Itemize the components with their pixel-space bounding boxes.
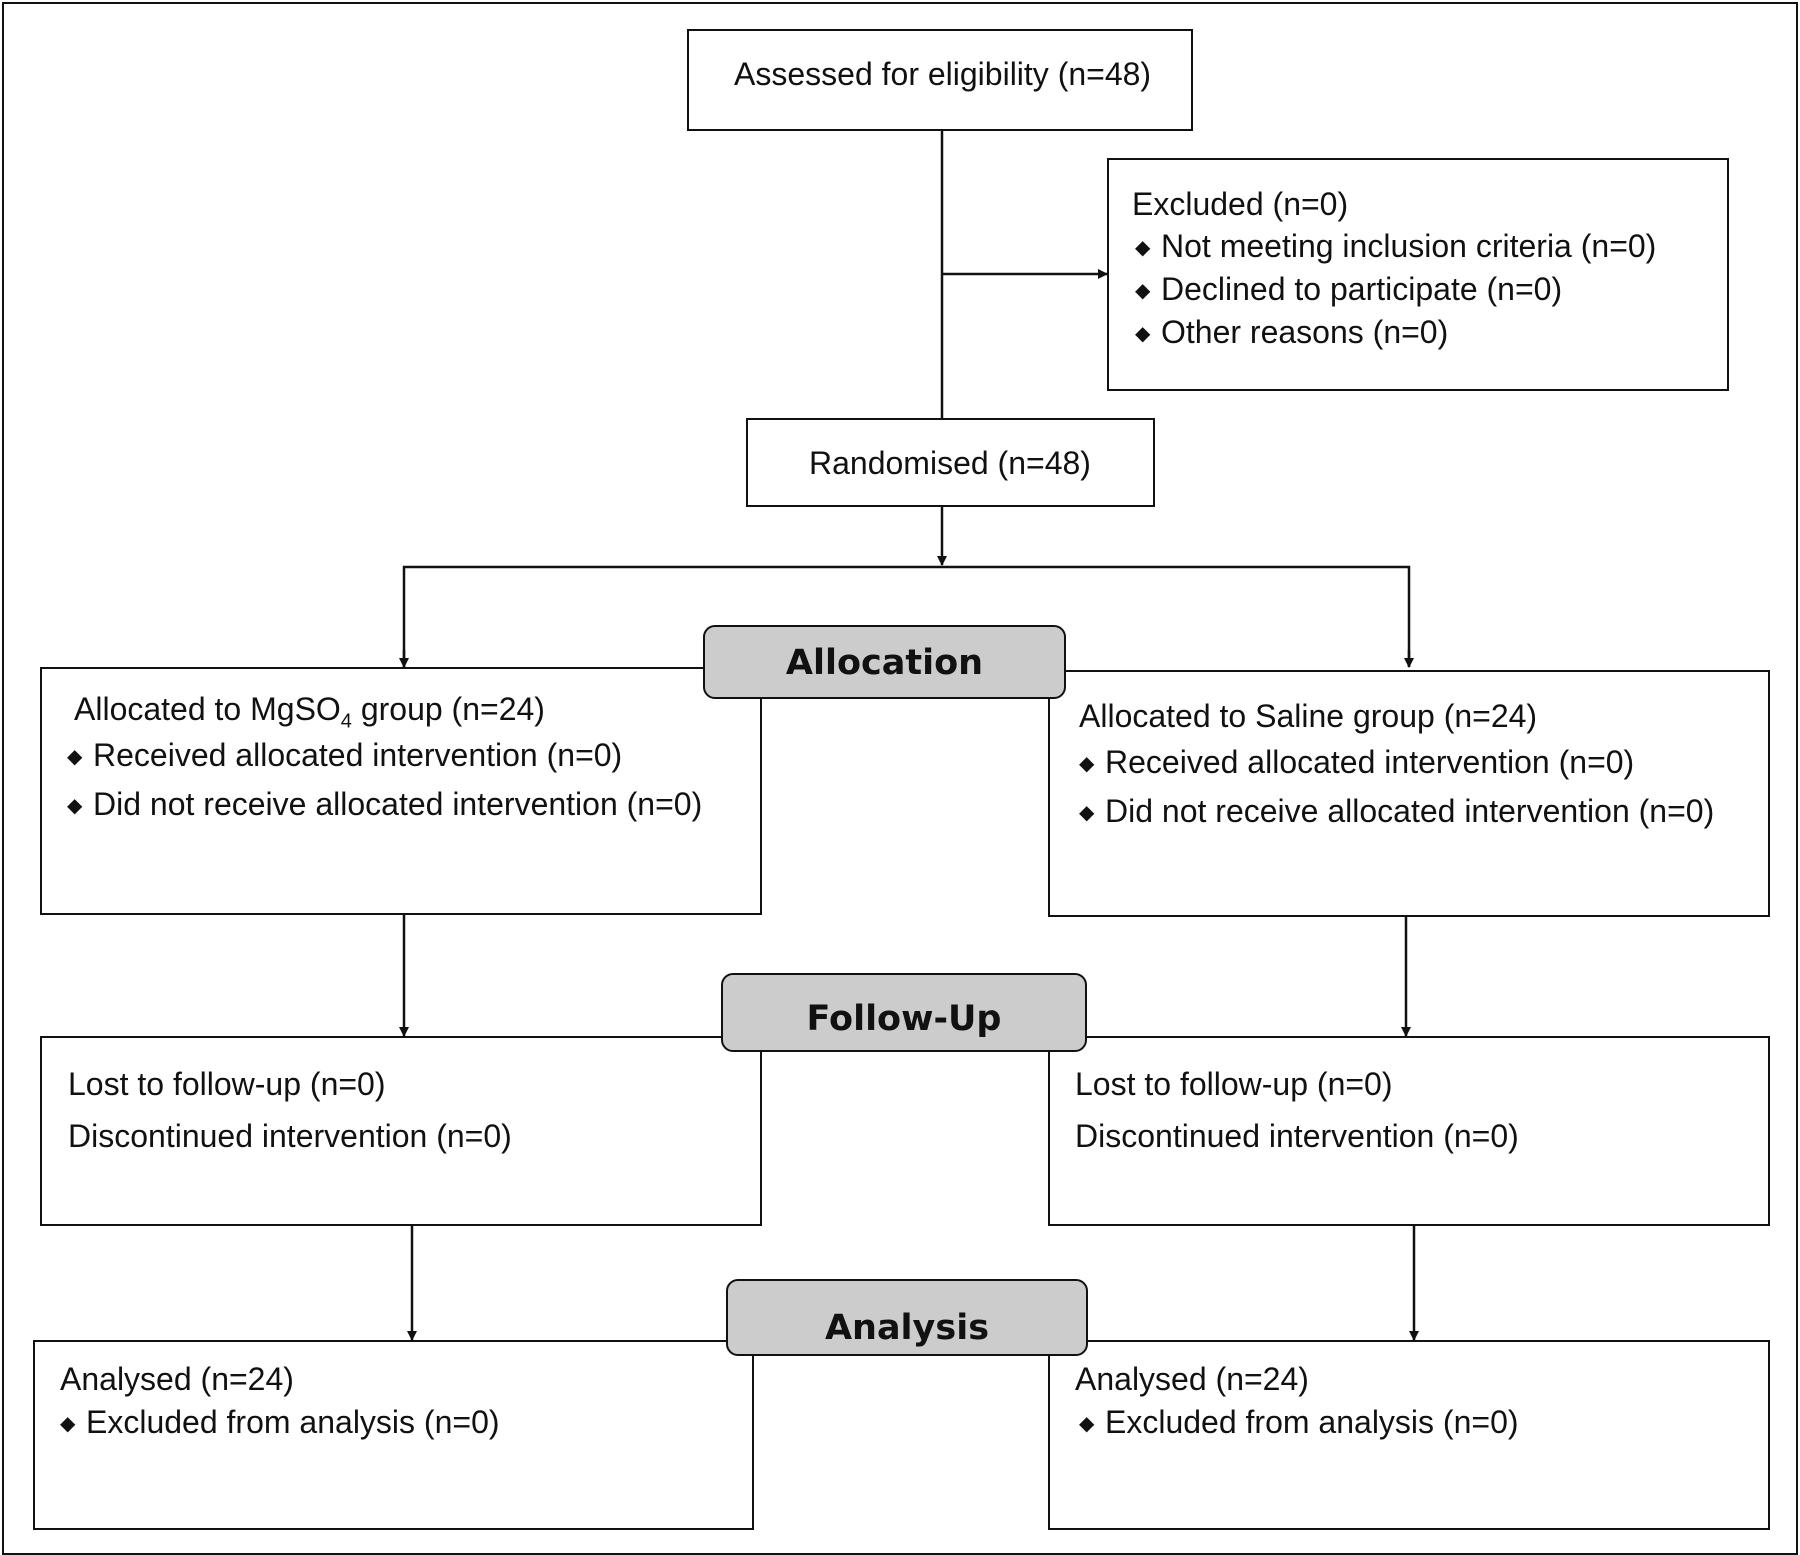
followup-stage-label: Follow-Up [721,973,1087,1052]
right-allocation-item: ◆Received allocated intervention (n=0) [1079,744,1635,780]
randomised-label: Randomised (n=48) [809,445,1091,481]
right-allocation-box: Allocated to Saline group (n=24) ◆Receiv… [1048,670,1770,917]
excluded-box: Excluded (n=0) ◆Not meeting inclusion cr… [1107,158,1729,391]
diamond-bullet-icon: ◆ [1135,323,1151,345]
diamond-bullet-icon: ◆ [1135,280,1151,302]
right-followup-line: Lost to follow-up (n=0) [1075,1066,1393,1102]
diamond-bullet-icon: ◆ [67,746,83,768]
left-analysis-item: ◆Excluded from analysis (n=0) [60,1404,500,1440]
diamond-bullet-icon: ◆ [1135,237,1151,259]
left-allocation-item: ◆Received allocated intervention (n=0) [67,737,623,773]
assessed-label: Assessed for eligibility (n=48) [734,56,1152,92]
right-analysis-box: Analysed (n=24) ◆Excluded from analysis … [1048,1340,1770,1530]
excluded-title: Excluded (n=0) [1132,186,1349,222]
diamond-bullet-icon: ◆ [1079,802,1095,824]
right-allocation-item: ◆Did not receive allocated intervention … [1079,793,1715,829]
diamond-bullet-icon: ◆ [1079,753,1095,775]
excluded-item: ◆Not meeting inclusion criteria (n=0) [1135,228,1657,264]
excluded-item: ◆Other reasons (n=0) [1135,314,1449,350]
diamond-bullet-icon: ◆ [67,795,83,817]
left-allocation-item: ◆Did not receive allocated intervention … [67,786,703,822]
left-allocation-box: Allocated to MgSO4 group (n=24) ◆Receive… [40,667,762,915]
left-analysis-box: Analysed (n=24) ◆Excluded from analysis … [33,1340,754,1530]
excluded-item: ◆Declined to participate (n=0) [1135,271,1563,307]
left-allocation-title: Allocated to MgSO4 group (n=24) [74,691,545,733]
left-analysis-title: Analysed (n=24) [60,1361,294,1397]
diamond-bullet-icon: ◆ [60,1413,76,1435]
right-followup-box: Lost to follow-up (n=0) Discontinued int… [1048,1036,1770,1226]
analysis-stage-label: Analysis [726,1279,1088,1356]
connector-split [402,565,1411,667]
left-followup-box: Lost to follow-up (n=0) Discontinued int… [40,1036,762,1226]
right-allocation-title: Allocated to Saline group (n=24) [1079,698,1538,734]
diamond-bullet-icon: ◆ [1079,1413,1095,1435]
allocation-stage-label: Allocation [703,625,1066,699]
assessed-box: Assessed for eligibility (n=48) [687,29,1193,131]
right-analysis-title: Analysed (n=24) [1075,1361,1309,1397]
left-followup-line: Lost to follow-up (n=0) [68,1066,386,1102]
left-followup-line: Discontinued intervention (n=0) [68,1118,512,1154]
right-followup-line: Discontinued intervention (n=0) [1075,1118,1519,1154]
randomised-box: Randomised (n=48) [746,418,1155,507]
right-analysis-item: ◆Excluded from analysis (n=0) [1079,1404,1519,1440]
